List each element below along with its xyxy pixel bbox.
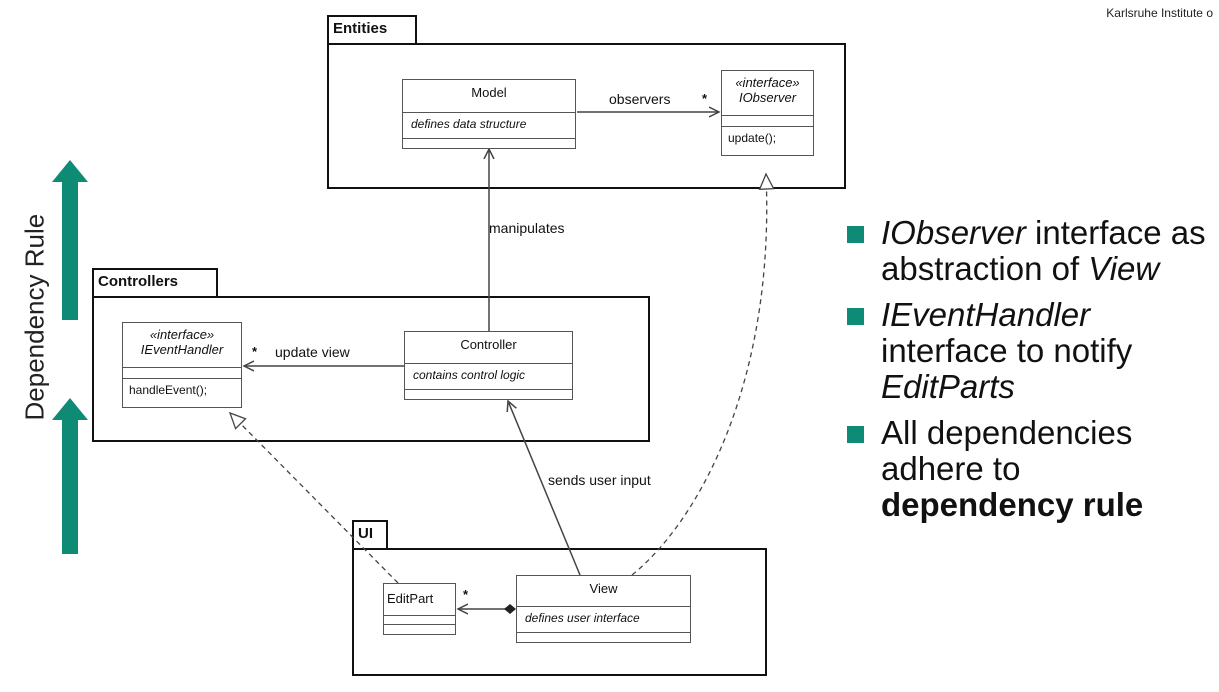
dependency-arrow-lower (52, 398, 88, 554)
class-ieventhandler-name: IEventHandler (140, 342, 224, 357)
class-iobserver-op: update(); (728, 131, 777, 145)
mult-editpart: * (463, 587, 469, 602)
class-controller: Controller contains control logic (404, 331, 573, 400)
edge-realizes-iobserver (631, 172, 775, 576)
class-model-attr: defines data structure (403, 113, 575, 139)
class-ieventhandler-stereotype: «interface» (149, 327, 215, 342)
bullet-square-icon (847, 308, 864, 325)
institute-header: Karlsruhe Institute o (1106, 6, 1213, 20)
package-tab-controllers: Controllers (92, 268, 218, 298)
bullet-list: IObserver interface as abstraction of Vi… (845, 215, 1217, 533)
class-controller-attr: contains control logic (405, 364, 572, 390)
class-editpart: EditPart (383, 583, 456, 635)
dependency-arrows (52, 160, 88, 554)
bullet-item: IObserver interface as abstraction of Vi… (845, 215, 1217, 287)
class-view-name: View (517, 576, 690, 607)
mult-update-view: * (252, 344, 258, 359)
class-ieventhandler-op: handleEvent(); (129, 383, 208, 397)
package-tab-ui: UI (352, 520, 388, 550)
bullet-square-icon (847, 426, 864, 443)
package-tab-entities: Entities (327, 15, 417, 45)
class-model: Model defines data structure (402, 79, 576, 149)
class-iobserver: «interface» IObserver update(); (721, 70, 814, 156)
class-model-name: Model (403, 80, 575, 113)
mult-observers: * (702, 91, 708, 106)
class-iobserver-name: IObserver (738, 90, 797, 105)
composition-diamond (504, 604, 516, 614)
class-ieventhandler: «interface» IEventHandler handleEvent(); (122, 322, 242, 408)
label-sends-user-input: sends user input (548, 472, 651, 488)
class-controller-name: Controller (405, 332, 572, 364)
bullet-item: All dependencies adhere to dependency ru… (845, 415, 1217, 523)
dependency-arrow-upper (52, 160, 88, 320)
class-view-attr: defines user interface (517, 607, 690, 633)
label-observers: observers (609, 91, 671, 107)
bullet-square-icon (847, 226, 864, 243)
edge-realizes-ieventhandler (228, 411, 399, 584)
edge-sends-user-input (508, 401, 581, 576)
class-view: View defines user interface (516, 575, 691, 643)
label-update-view: update view (275, 344, 350, 360)
label-manipulates: manipulates (489, 220, 565, 236)
bullet-item: IEventHandler interface to notify EditPa… (845, 297, 1217, 405)
class-iobserver-stereotype: «interface» (735, 75, 800, 90)
class-editpart-name: EditPart (384, 584, 455, 616)
